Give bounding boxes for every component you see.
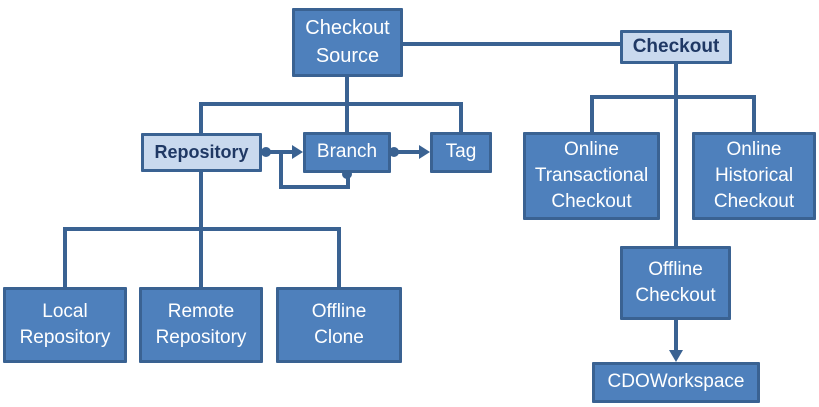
edge-repository-stem [199, 172, 203, 231]
node-tag: Tag [430, 132, 492, 173]
edge-bus-to-online-transactional [590, 95, 594, 132]
aggregation-dot-branch-right-icon [389, 147, 399, 157]
node-repository: Repository [141, 133, 262, 172]
node-checkout: Checkout [620, 30, 732, 64]
node-branch: Branch [303, 132, 391, 173]
aggregation-dot-repository-icon [261, 147, 271, 157]
edge-branch-self-bottom [279, 185, 350, 189]
edge-bus-to-online-historical [752, 95, 756, 132]
node-checkout-source: Checkout Source [292, 8, 403, 77]
node-online-historical-checkout: Online Historical Checkout [692, 132, 816, 220]
edge-bus-to-offline-clone [337, 227, 341, 287]
edge-checkout-stem [674, 63, 678, 246]
edge-branch-tag [394, 150, 419, 154]
edge-bus-to-tag [459, 102, 463, 132]
edge-bus-sources [199, 102, 463, 106]
node-local-repository: Local Repository [3, 287, 127, 363]
node-online-transactional-checkout: Online Transactional Checkout [523, 132, 660, 220]
arrowhead-into-cdoworkspace-icon [669, 350, 683, 362]
edge-bus-to-remote-repository [199, 227, 203, 287]
edge-branch-self-left [279, 150, 283, 189]
node-offline-checkout: Offline Checkout [620, 246, 731, 320]
node-offline-clone: Offline Clone [276, 287, 402, 363]
arrowhead-into-branch-icon [292, 145, 303, 159]
edge-branch-self-rise [346, 174, 350, 189]
edge-offlinecheckout-cdoworkspace [674, 320, 678, 351]
edge-bus-checkouts [590, 95, 756, 99]
arrowhead-into-tag-icon [419, 145, 430, 159]
edge-checkoutsource-checkout [403, 42, 620, 46]
edge-bus-to-repository [199, 102, 203, 133]
edge-bus-to-local-repository [63, 227, 67, 287]
aggregation-dot-branch-bottom-icon [342, 169, 352, 179]
node-remote-repository: Remote Repository [139, 287, 263, 363]
node-cdo-workspace: CDOWorkspace [592, 362, 760, 403]
